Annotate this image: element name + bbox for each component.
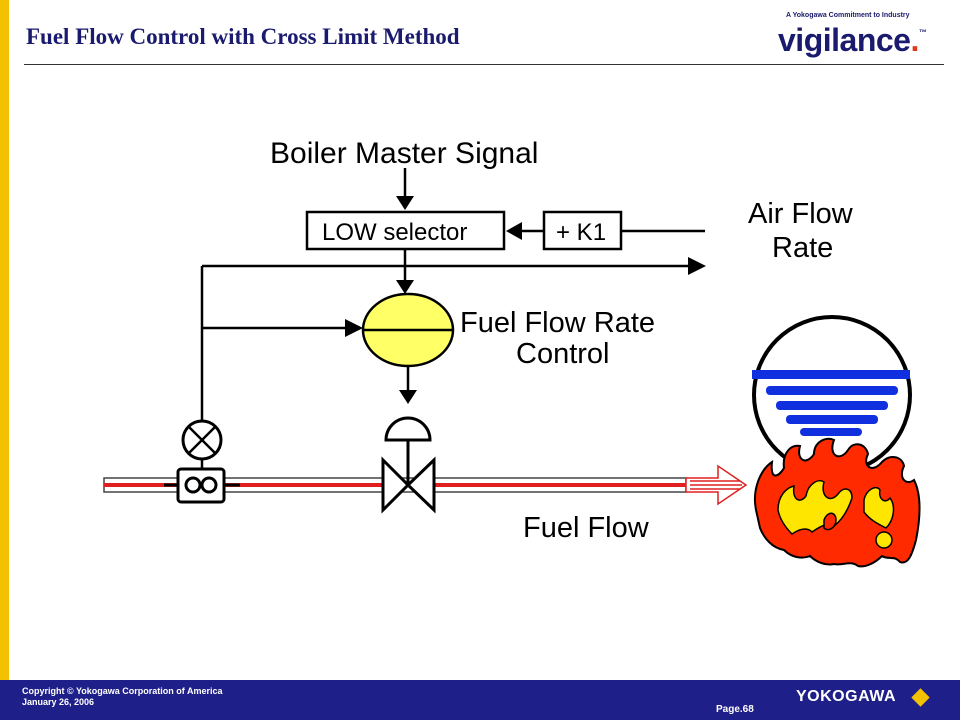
- yokogawa-logo-text: YOKOGAWA: [796, 688, 897, 705]
- logo-tagline: A Yokogawa Commitment to Industry: [786, 12, 910, 19]
- copyright-line-2: January 26, 2006: [22, 697, 95, 707]
- left-accent-bar: [0, 0, 9, 680]
- burner-bar-4: [786, 415, 878, 424]
- flame-inner-4: [823, 512, 837, 531]
- valve-body-right: [405, 456, 436, 514]
- fuel-flow-rate-control-label-line1: Fuel Flow Rate: [460, 307, 655, 339]
- feedback-to-controller-arrowhead: [345, 319, 363, 337]
- burner-bar-5: [800, 428, 862, 436]
- low-selector-label: LOW selector: [322, 219, 467, 246]
- flow-meter-rotor-right: [200, 476, 218, 494]
- logo-wordmark: vigilance.™: [778, 22, 927, 59]
- boiler-master-signal-label: Boiler Master Signal: [270, 137, 538, 170]
- k1-label: + K1: [556, 219, 606, 246]
- burner-bar-2: [766, 386, 898, 395]
- master-signal-arrowhead: [396, 196, 414, 210]
- valve-actuator: [384, 416, 432, 442]
- air-flow-rate-label-line1: Air Flow: [748, 198, 854, 230]
- k1-to-selector-arrowhead: [506, 222, 522, 240]
- burner-bar-3: [776, 401, 888, 410]
- flame-inner-3: [875, 531, 893, 549]
- copyright-line-1: Copyright © Yokogawa Corporation of Amer…: [22, 686, 223, 696]
- flow-indicator-cross-2: [188, 426, 216, 454]
- burner-bar-1: [752, 370, 910, 379]
- controller-output-arrowhead: [399, 390, 417, 404]
- logo-dot: .: [910, 22, 919, 58]
- page-number: Page.68: [716, 704, 754, 715]
- fuel-flow-rate-control-label-line2: Control: [516, 338, 610, 370]
- selector-output-arrowhead: [396, 280, 414, 294]
- slide-title: Fuel Flow Control with Cross Limit Metho…: [26, 24, 460, 49]
- copyright-notice: Copyright © Yokogawa Corporation of Amer…: [22, 686, 223, 708]
- vigilance-logo: A Yokogawa Commitment to Industry vigila…: [778, 12, 948, 64]
- title-divider: [24, 64, 944, 65]
- valve-body-left: [381, 456, 411, 514]
- air-flow-rate-label-line2: Rate: [772, 232, 833, 264]
- fuel-flow-diagram: Boiler Master Signal LOW selector + K1 A…: [103, 137, 921, 568]
- logo-word: vigilance: [778, 22, 911, 58]
- flow-meter-rotor-left: [184, 476, 202, 494]
- footer-bar: [0, 680, 960, 720]
- flame-inner-2: [863, 486, 895, 529]
- fuel-flow-label: Fuel Flow: [523, 512, 650, 544]
- feedback-to-air-arrowhead: [688, 257, 706, 275]
- logo-trademark: ™: [918, 28, 927, 37]
